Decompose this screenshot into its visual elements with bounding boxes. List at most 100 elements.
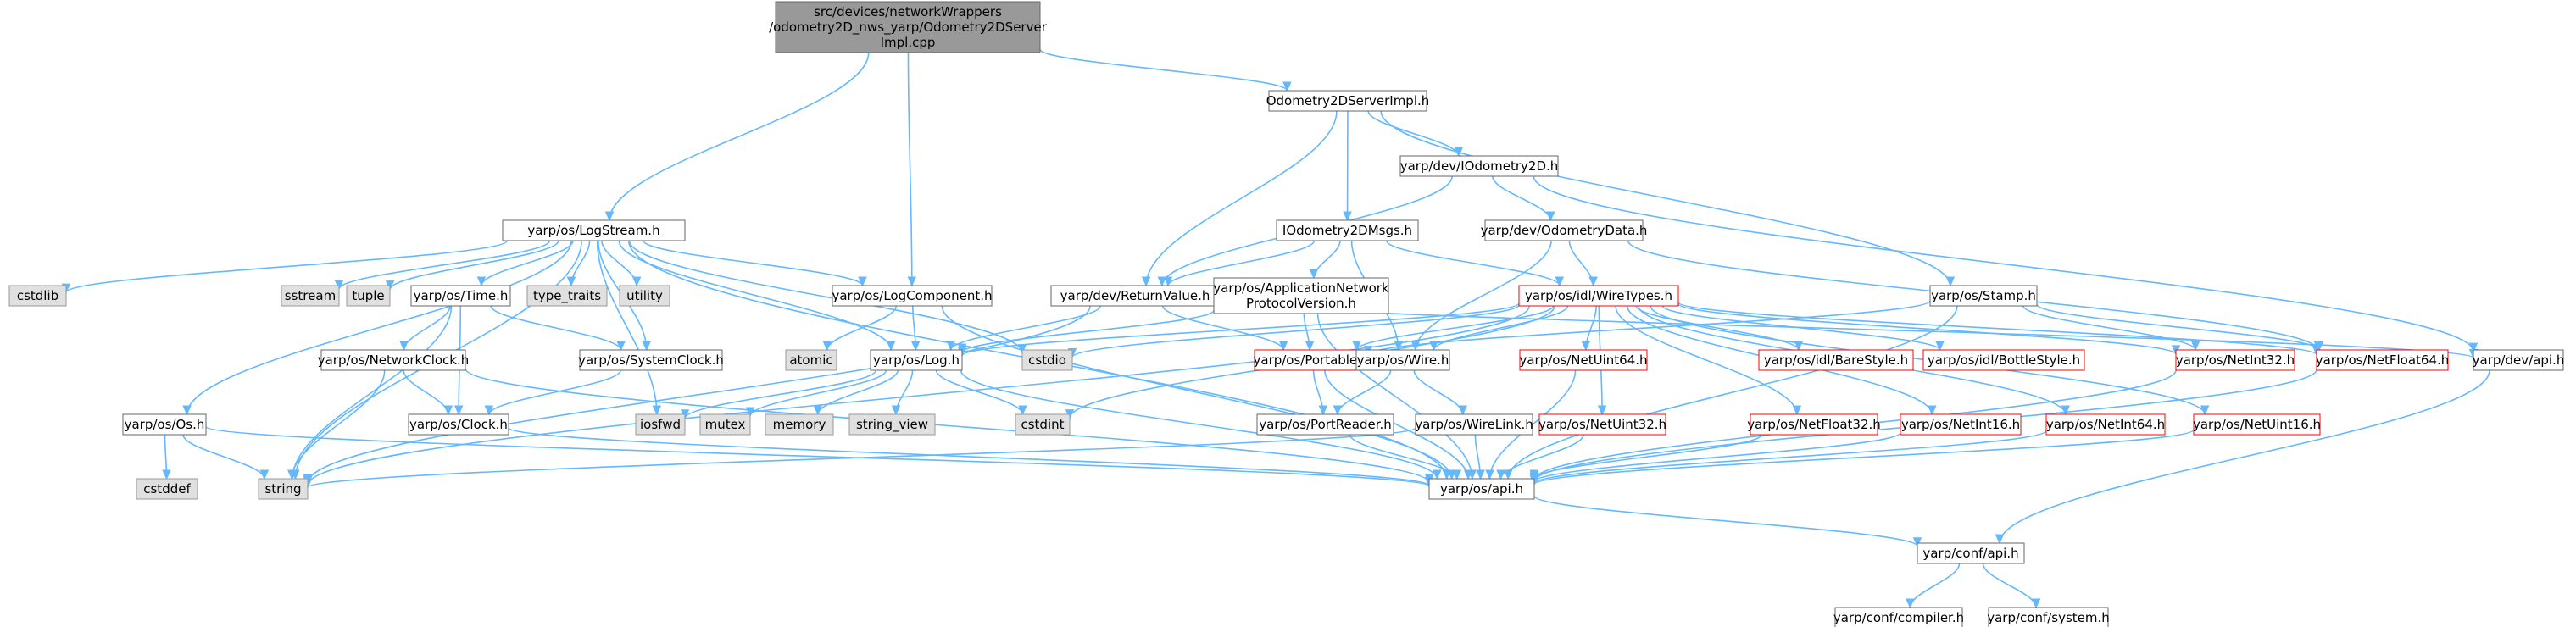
node-OdometryData[interactable]: yarp/dev/OdometryData.h xyxy=(1481,219,1648,241)
edge-Os-to-string xyxy=(182,434,270,480)
node-NetworkClock[interactable]: yarp/os/NetworkClock.h xyxy=(318,349,470,371)
edge-arrowhead xyxy=(334,280,344,291)
node-Stamp[interactable]: yarp/os/Stamp.h xyxy=(1929,285,2038,307)
edge-line xyxy=(1677,301,2317,356)
node-confapi[interactable]: yarp/conf/api.h xyxy=(1917,542,2025,564)
edge-line xyxy=(1433,305,1569,351)
node-system[interactable]: yarp/conf/system.h xyxy=(1987,607,2110,627)
edge-WireTypes-to-NetFloat32 xyxy=(1615,305,1802,416)
node-IOdometry2D[interactable]: yarp/dev/IOdometry2D.h xyxy=(1399,155,1559,177)
edge-line xyxy=(907,52,913,286)
node-box xyxy=(320,349,466,371)
edge-line xyxy=(684,369,877,419)
edge-arrowhead xyxy=(1352,341,1361,352)
node-BottleStyle[interactable]: yarp/os/idl/BottleStyle.h xyxy=(1922,349,2085,371)
node-label: cstdint xyxy=(1021,417,1064,432)
node-type_traits: type_traits xyxy=(526,285,608,307)
node-Odometry2DServerImpl[interactable]: Odometry2DServerImpl.h xyxy=(1266,90,1430,112)
node-Log[interactable]: yarp/os/Log.h xyxy=(870,349,963,371)
node-box xyxy=(1484,219,1644,241)
node-WireTypes[interactable]: yarp/os/idl/WireTypes.h xyxy=(1518,285,1679,307)
edge-root-to-LogStream xyxy=(604,52,870,222)
edge-line xyxy=(1415,240,1552,351)
node-ApplicationNetwork[interactable]: yarp/os/ApplicationNetworkProtocolVersio… xyxy=(1213,277,1389,314)
node-BareStyle[interactable]: yarp/os/idl/BareStyle.h xyxy=(1758,349,1914,371)
node-label: yarp/os/Wire.h xyxy=(1357,352,1449,368)
edge-arrowhead xyxy=(907,276,917,287)
node-PortReader[interactable]: yarp/os/PortReader.h xyxy=(1256,413,1394,436)
edge-arrowhead xyxy=(1141,276,1151,287)
node-WireLink[interactable]: yarp/os/WireLink.h xyxy=(1415,413,1533,436)
edge-Stamp-to-NetFloat64 xyxy=(2036,303,2324,352)
edge-LogStream-to-utility xyxy=(601,240,642,287)
node-devapi[interactable]: yarp/dev/api.h xyxy=(2473,349,2565,371)
edge-arrowhead xyxy=(399,341,409,352)
edge-Stamp-to-NetInt32 xyxy=(2022,305,2200,352)
edge-line xyxy=(1071,304,1520,358)
node-NetInt64[interactable]: yarp/os/NetInt64.h xyxy=(2045,413,2166,436)
edge-arrowhead xyxy=(566,276,576,287)
node-box xyxy=(502,219,686,241)
edge-line xyxy=(490,305,622,351)
edge-LogStream-to-sstream xyxy=(334,240,551,291)
node-Os[interactable]: yarp/os/Os.h xyxy=(122,413,207,436)
node-label: Impl.cpp xyxy=(881,35,936,50)
edge-line xyxy=(749,369,887,417)
node-box xyxy=(635,413,686,436)
node-label: yarp/dev/ReturnValue.h xyxy=(1060,288,1210,303)
edge-Wire-to-WireLink xyxy=(1413,369,1468,416)
node-Wire[interactable]: yarp/os/Wire.h xyxy=(1355,349,1450,371)
edge-arrowhead xyxy=(162,469,171,480)
node-osapi[interactable]: yarp/os/api.h xyxy=(1428,478,1535,500)
node-NetFloat32[interactable]: yarp/os/NetFloat32.h xyxy=(1747,413,1881,436)
node-LogStream[interactable]: yarp/os/LogStream.h xyxy=(502,219,686,241)
node-label: yarp/os/NetUint64.h xyxy=(1519,352,1647,368)
edge-line xyxy=(182,434,265,480)
node-box xyxy=(1399,155,1559,177)
node-IOdometry2DMsgs[interactable]: IOdometry2DMsgs.h xyxy=(1276,219,1419,241)
node-box xyxy=(785,349,837,371)
edge-LogStream-to-cstdlib xyxy=(61,240,509,294)
node-NetUint32[interactable]: yarp/os/NetUint32.h xyxy=(1538,413,1666,436)
node-box xyxy=(1256,413,1394,436)
node-label: IOdometry2DMsgs.h xyxy=(1282,223,1412,238)
edge-arrowhead xyxy=(652,405,662,416)
node-NetUint64[interactable]: yarp/os/NetUint64.h xyxy=(1519,349,1648,371)
node-box xyxy=(1922,349,2085,371)
node-Clock[interactable]: yarp/os/Clock.h xyxy=(408,413,509,436)
edge-arrowhead xyxy=(1318,405,1328,416)
node-LogComponent[interactable]: yarp/os/LogComponent.h xyxy=(832,285,993,307)
node-label: yarp/os/NetInt64.h xyxy=(2046,417,2165,432)
node-Portable[interactable]: yarp/os/Portable.h xyxy=(1254,349,1370,371)
node-label: /odometry2D_nws_yarp/Odometry2DServer xyxy=(769,19,1048,36)
edge-root-to-Odometry2DServerImpl xyxy=(1039,48,1292,92)
node-NetInt16[interactable]: yarp/os/NetInt16.h xyxy=(1900,413,2022,436)
node-root[interactable]: src/devices/networkWrappers/odometry2D_n… xyxy=(769,1,1048,53)
node-label: yarp/os/NetworkClock.h xyxy=(318,352,470,368)
edge-arrowhead xyxy=(1496,469,1505,480)
edge-line xyxy=(1533,431,1901,483)
node-Time[interactable]: yarp/os/Time.h xyxy=(410,285,511,307)
edge-arrowhead xyxy=(1278,341,1288,352)
node-box xyxy=(1750,413,1878,436)
node-NetUint16[interactable]: yarp/os/NetUint16.h xyxy=(2193,413,2321,436)
node-box xyxy=(848,413,936,436)
node-NetInt32[interactable]: yarp/os/NetInt32.h xyxy=(2175,349,2295,371)
node-label: Odometry2DServerImpl.h xyxy=(1266,93,1430,108)
node-compiler[interactable]: yarp/conf/compiler.h xyxy=(1833,607,1964,627)
edge-line xyxy=(628,240,1023,353)
node-box xyxy=(408,413,509,436)
edge-line xyxy=(1324,369,1469,480)
node-ReturnValue[interactable]: yarp/dev/ReturnValue.h xyxy=(1050,285,1220,307)
edge-LogStream-to-LogComponent xyxy=(643,240,867,287)
node-memory: memory xyxy=(765,413,834,436)
edge-arrowhead xyxy=(1588,276,1598,287)
node-NetFloat64[interactable]: yarp/os/NetFloat64.h xyxy=(2316,349,2450,371)
node-SystemClock[interactable]: yarp/os/SystemClock.h xyxy=(578,349,724,371)
node-box xyxy=(579,349,723,371)
node-box xyxy=(1538,413,1666,436)
node-box xyxy=(1900,413,2022,436)
edge-Log-to-mutex xyxy=(745,369,887,418)
node-label: yarp/os/idl/WireTypes.h xyxy=(1525,288,1672,303)
edge-line xyxy=(488,369,621,415)
